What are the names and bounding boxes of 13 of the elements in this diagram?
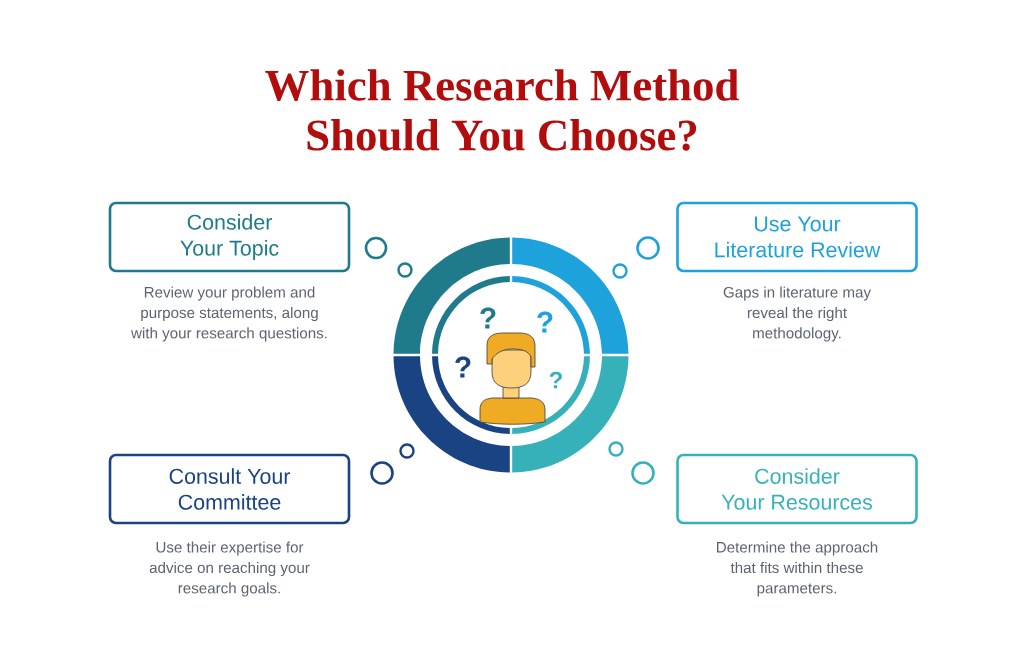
- heading-box: Consider Your Topic: [108, 201, 351, 273]
- description-text: Review your problem and purpose statements, along with your research questions.: [131, 286, 327, 342]
- heading-box: Consult Your Committee: [108, 453, 351, 525]
- description-text: Use their expertise for advice on reaching your research goals.: [149, 541, 310, 597]
- question-mark: ?: [549, 371, 562, 389]
- title: Which Research Method Should You Choose?: [265, 69, 739, 151]
- question-mark: ?: [537, 311, 553, 333]
- description-text: Determine the approach that fits within these parameters.: [717, 541, 878, 597]
- heading-box: Use Your Literature Review: [676, 201, 918, 273]
- heading-box: Consider Your Resources: [676, 453, 918, 525]
- question-mark: ?: [455, 356, 471, 378]
- question-mark: ?: [480, 307, 496, 329]
- description-text: Gaps in literature may reveal the right methodology.: [723, 286, 871, 342]
